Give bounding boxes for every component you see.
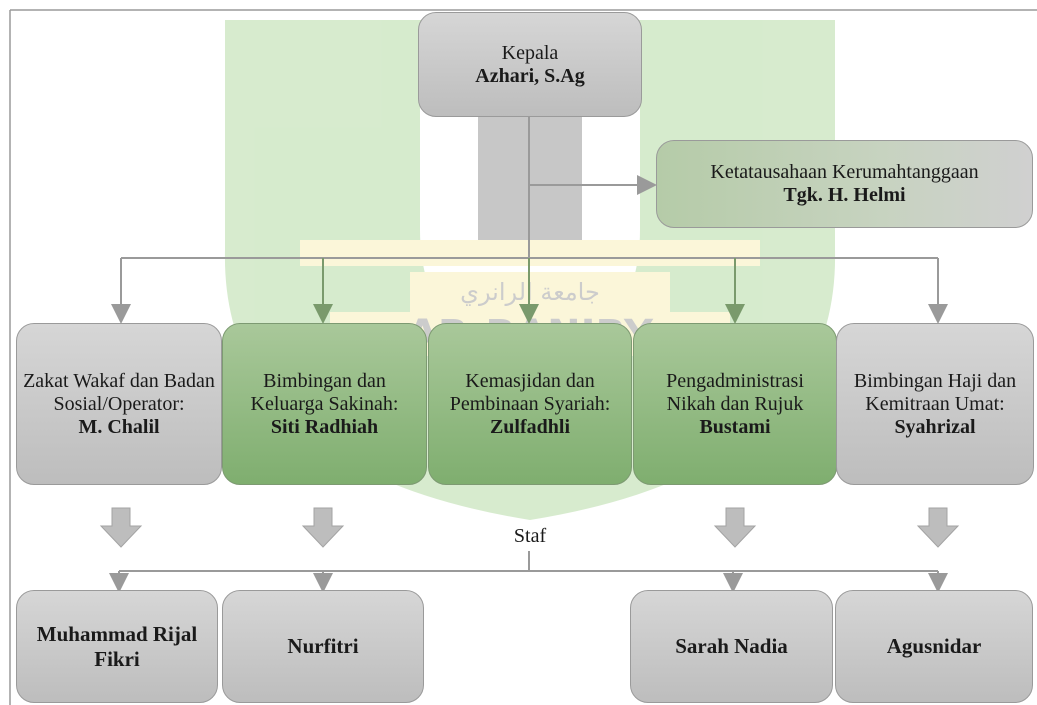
section-box-kemasjidan: Kemasjidan dan Pembinaan Syariah: Zulfad…	[428, 323, 632, 485]
section-role: Zakat Wakaf dan Badan Sosial/Operator:	[23, 369, 215, 415]
staff-box: Agusnidar	[835, 590, 1033, 703]
section-name: Zulfadhli	[489, 415, 571, 438]
admin-box: Ketatausahaan Kerumahtanggaan Tgk. H. He…	[656, 140, 1033, 228]
section-role: Kemasjidan dan Pembinaan Syariah:	[449, 369, 611, 415]
section-box-bimbingan-keluarga: Bimbingan dan Keluarga Sakinah: Siti Rad…	[222, 323, 427, 485]
staff-label: Staf	[513, 525, 547, 547]
staff-box: Muhammad Rijal Fikri	[16, 590, 218, 703]
section-name: M. Chalil	[78, 415, 160, 438]
admin-name: Tgk. H. Helmi	[783, 184, 906, 206]
section-name: Siti Radhiah	[270, 415, 379, 438]
section-name: Syahrizal	[894, 415, 976, 438]
head-name: Azhari, S.Ag	[475, 64, 585, 87]
head-box: Kepala Azhari, S.Ag	[418, 12, 642, 117]
section-role: Bimbingan dan Keluarga Sakinah:	[250, 369, 399, 415]
section-box-zakat: Zakat Wakaf dan Badan Sosial/Operator: M…	[16, 323, 222, 485]
section-role: Pengadministrasi Nikah dan Rujuk	[666, 369, 804, 415]
section-name: Bustami	[699, 415, 771, 438]
staff-name: Muhammad Rijal Fikri	[36, 621, 198, 671]
staff-box: Nurfitri	[222, 590, 424, 703]
admin-role: Ketatausahaan Kerumahtanggaan	[710, 161, 979, 183]
staff-name: Nurfitri	[287, 634, 359, 658]
section-role: Bimbingan Haji dan Kemitraan Umat:	[853, 369, 1017, 415]
staff-box: Sarah Nadia	[630, 590, 833, 703]
head-role: Kepala	[501, 41, 559, 64]
staff-name: Agusnidar	[886, 634, 982, 658]
section-box-bimbingan-haji: Bimbingan Haji dan Kemitraan Umat: Syahr…	[836, 323, 1034, 485]
section-box-nikah-rujuk: Pengadministrasi Nikah dan Rujuk Bustami	[633, 323, 837, 485]
staff-name: Sarah Nadia	[675, 634, 788, 658]
